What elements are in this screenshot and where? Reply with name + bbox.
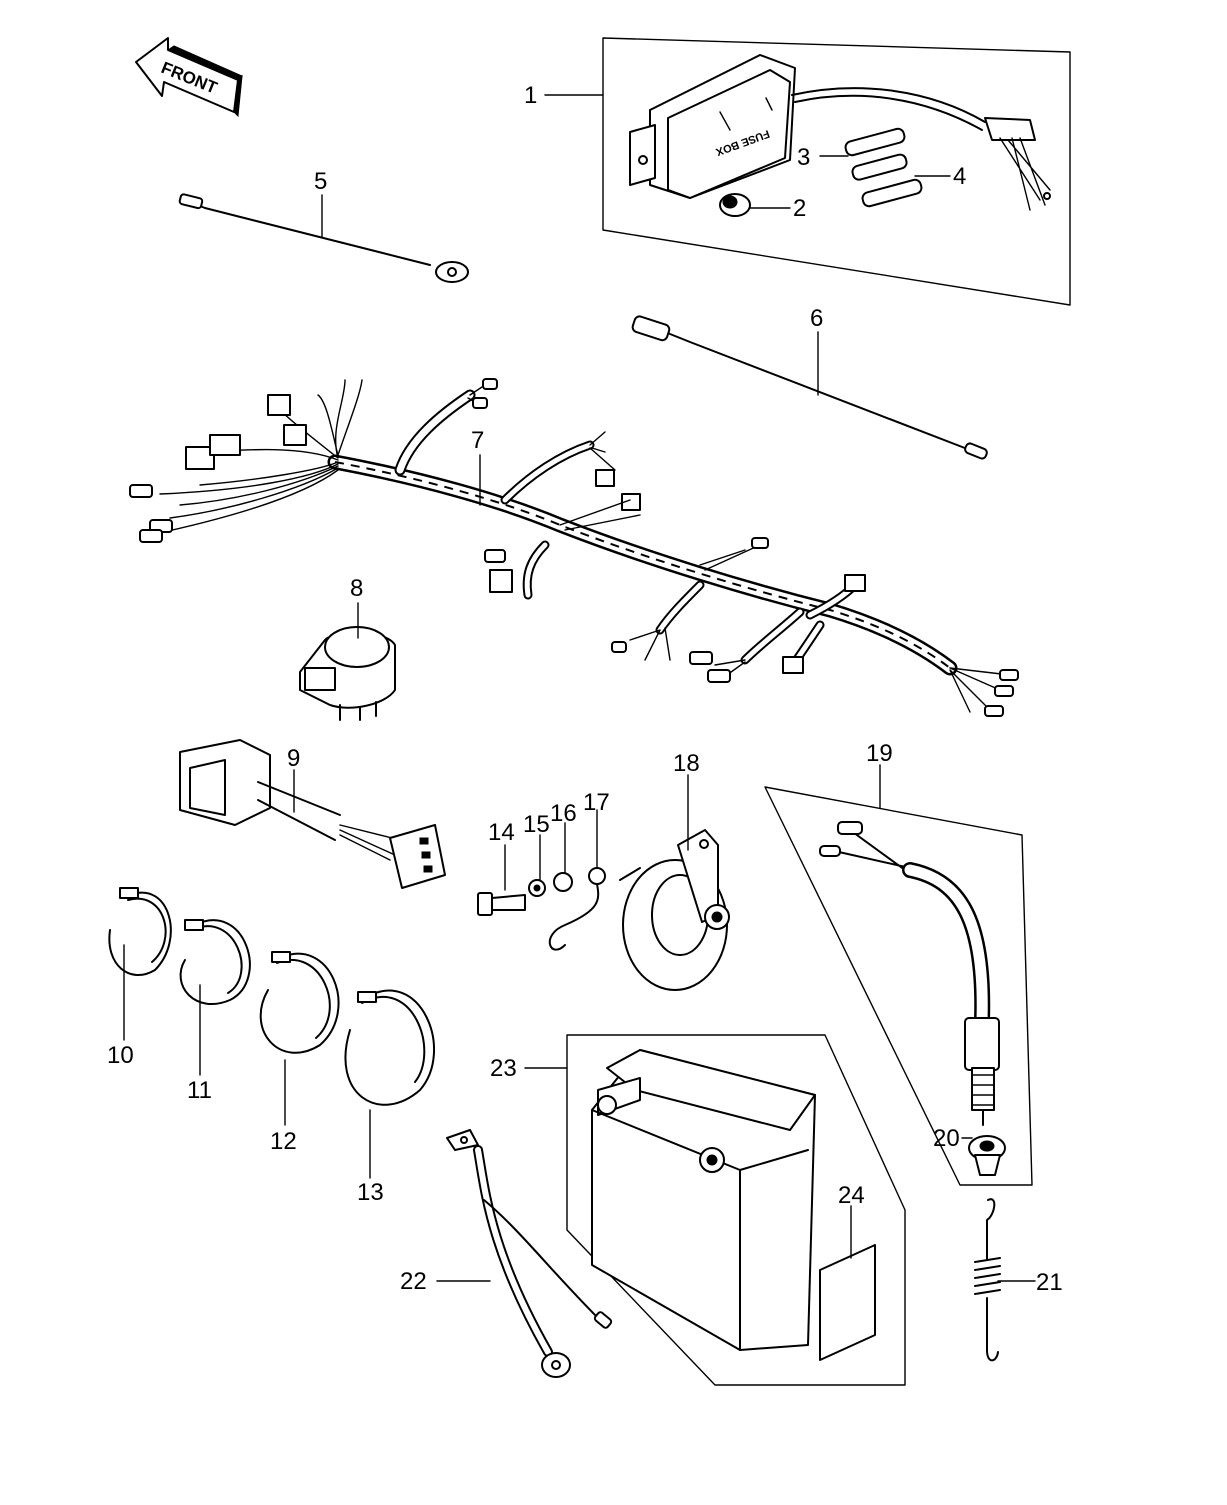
main-wiring-harness <box>129 378 1019 717</box>
callout-24: 24 <box>838 1182 865 1209</box>
callout-6: 6 <box>810 305 823 332</box>
rear-brake-switch <box>819 821 1000 1126</box>
battery-caution-label <box>819 1244 876 1361</box>
callout-numbers: 1 2 3 4 5 6 7 8 9 10 11 12 13 14 15 16 1… <box>107 82 1063 1296</box>
fuse-box-group-outline <box>602 37 1071 306</box>
battery-group-outline <box>566 1034 906 1386</box>
fuse-box: FUSE BOX <box>629 54 1051 211</box>
callout-8: 8 <box>350 575 363 602</box>
callout-21: 21 <box>1036 1269 1063 1296</box>
callout-17: 17 <box>583 789 610 816</box>
battery <box>591 1049 816 1351</box>
callout-10: 10 <box>107 1042 134 1069</box>
callout-14: 14 <box>488 819 515 846</box>
callout-18: 18 <box>673 750 700 777</box>
callout-23: 23 <box>490 1055 517 1082</box>
fuse-parts <box>844 127 923 208</box>
callout-7: 7 <box>471 427 484 454</box>
battery-cable <box>446 1129 613 1378</box>
relay <box>299 626 396 721</box>
switch-nut <box>968 1135 1006 1176</box>
ground-lead <box>178 193 469 283</box>
callout-9: 9 <box>287 745 300 772</box>
callout-19: 19 <box>866 740 893 767</box>
switch-spring <box>974 1198 1001 1362</box>
callout-20: 20 <box>933 1125 960 1152</box>
callout-3: 3 <box>797 144 810 171</box>
callout-13: 13 <box>357 1179 384 1206</box>
callout-12: 12 <box>270 1128 297 1155</box>
regulator-unit <box>179 739 446 889</box>
callout-5: 5 <box>314 168 327 195</box>
callout-15: 15 <box>523 811 550 838</box>
wiring-bands <box>108 887 436 1106</box>
horn-fasteners <box>477 867 606 951</box>
horn <box>619 829 730 991</box>
callout-16: 16 <box>550 800 577 827</box>
front-direction-arrow: FRONT <box>135 37 243 118</box>
callout-leaders <box>123 94 1036 1282</box>
switch-group-outline <box>764 786 1033 1186</box>
callout-2: 2 <box>793 195 806 222</box>
grommet-part <box>719 193 751 217</box>
callout-22: 22 <box>400 1268 427 1295</box>
callout-4: 4 <box>953 163 966 190</box>
lead-wire <box>631 315 988 460</box>
callout-1: 1 <box>524 82 537 109</box>
callout-11: 11 <box>187 1077 212 1104</box>
